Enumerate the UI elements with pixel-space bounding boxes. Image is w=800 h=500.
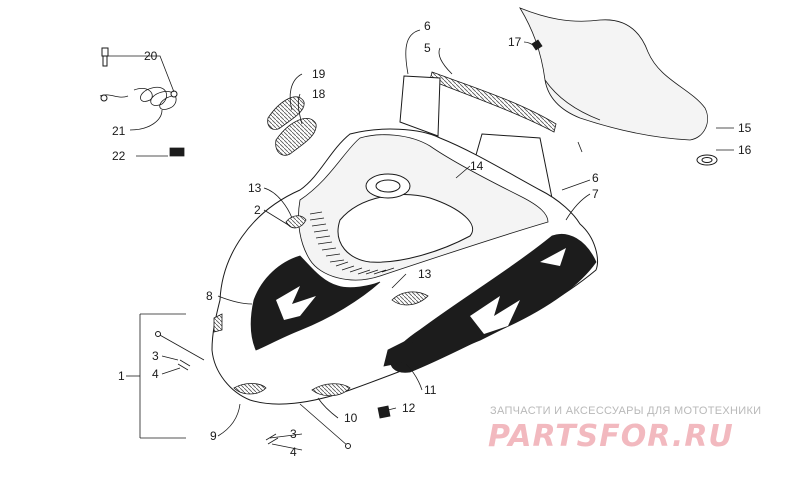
callout-3-upper: 3 (152, 349, 159, 363)
callout-1: 1 (118, 369, 125, 383)
callout-11: 11 (424, 383, 437, 397)
hood-assembly (211, 128, 598, 405)
clip-12 (377, 405, 391, 419)
callout-9: 9 (210, 429, 217, 443)
washer-4-lower (265, 433, 279, 445)
callout-12: 12 (402, 401, 416, 415)
headlight-bezel (267, 96, 317, 156)
callouts: 20 21 22 19 18 6 5 17 15 16 14 6 7 13 2 … (112, 19, 752, 459)
callout-4-lower: 4 (290, 445, 297, 459)
callout-20: 20 (144, 49, 158, 63)
screw-17 (531, 39, 543, 51)
callout-10: 10 (344, 411, 358, 425)
callout-18: 18 (312, 87, 326, 101)
washer-4-upper (177, 359, 191, 371)
callout-21: 21 (112, 124, 126, 138)
callout-3-lower: 3 (290, 427, 297, 441)
callout-17: 17 (508, 35, 522, 49)
callout-13-left: 13 (248, 181, 262, 195)
screw-20 (101, 47, 109, 67)
callout-22: 22 (112, 149, 126, 163)
callout-6-top: 6 (424, 19, 431, 33)
callout-8: 8 (206, 289, 213, 303)
callout-5: 5 (424, 41, 431, 55)
callout-15: 15 (738, 121, 752, 135)
hinge-pin-upper (155, 331, 205, 361)
callout-4-upper: 4 (152, 367, 159, 381)
vent-screen-upper (399, 75, 441, 137)
hinge-pin-lower (299, 403, 351, 449)
callout-13-center: 13 (418, 267, 432, 281)
callout-2: 2 (254, 203, 261, 217)
windshield-trim-strip (429, 71, 557, 133)
watermark-brand: PARTSFOR.RU (488, 419, 734, 454)
callout-16: 16 (738, 143, 752, 157)
watermark-tagline: ЗАПЧАСТИ И АКСЕССУАРЫ ДЛЯ МОТОТЕХНИКИ (490, 405, 761, 417)
mount-pad-22 (169, 147, 185, 157)
trim-grommet (696, 154, 718, 166)
leader-lines (106, 29, 734, 451)
callout-14: 14 (470, 159, 484, 173)
callout-7: 7 (592, 187, 599, 201)
windshield (519, 7, 708, 153)
watermark: ЗАПЧАСТИ И АКСЕССУАРЫ ДЛЯ МОТОТЕХНИКИ PA… (488, 405, 761, 454)
callout-19: 19 (312, 67, 326, 81)
tether-cord (99, 86, 177, 110)
callout-6-right: 6 (592, 171, 599, 185)
